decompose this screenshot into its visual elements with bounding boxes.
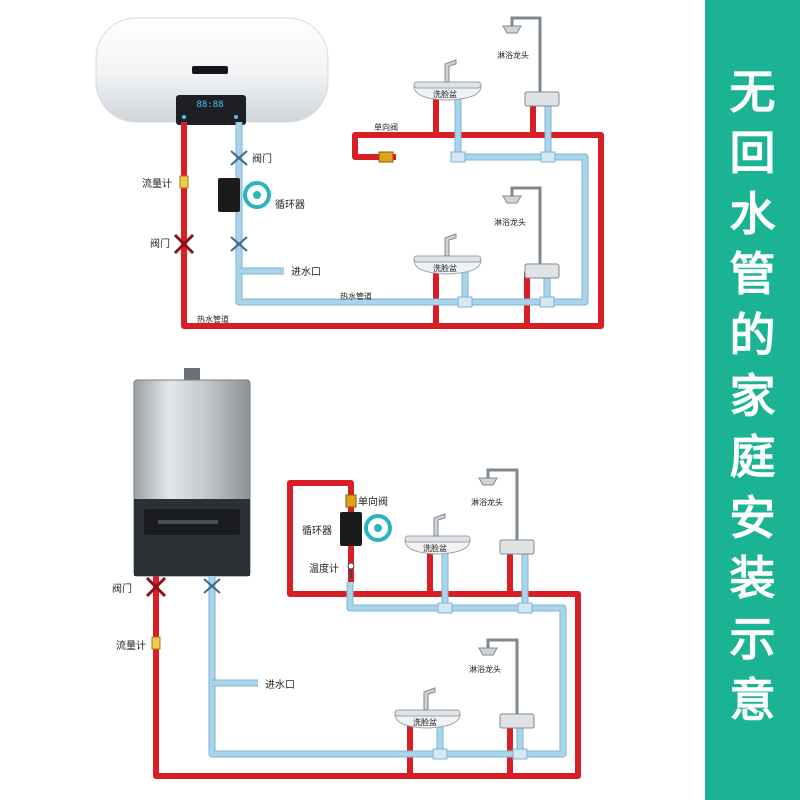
heater-display: 88:88 (196, 100, 223, 110)
side-title-char: 管 (729, 247, 776, 302)
bottom-label-shower-1: 淋浴龙头 (471, 497, 503, 507)
bottom-flow-meter (151, 636, 161, 650)
side-title-char: 回 (729, 125, 776, 180)
top-label-basin-2: 洗脸盆 (433, 263, 457, 273)
top-valve-1 (230, 150, 248, 166)
bottom-shower-2 (478, 638, 535, 729)
side-title-char: 的 (729, 308, 776, 363)
top-basin-1 (413, 59, 482, 101)
bottom-cold-pipe (208, 548, 567, 760)
bottom-label-flow-meter: 流量计 (116, 639, 146, 652)
side-title: 无 回 水 管 的 家 庭 安 装 示 意 (705, 62, 800, 731)
side-title-char: 无 (729, 65, 776, 119)
top-check-valve (378, 151, 394, 163)
bottom-label-thermometer: 温度计 (309, 562, 339, 575)
top-diagram: 88:88 (95, 16, 604, 329)
top-label-check-valve: 单向阀 (374, 122, 398, 132)
bottom-basin-1 (404, 513, 471, 555)
top-label-inlet: 进水口 (291, 266, 321, 278)
bottom-label-basin-1: 洗脸盆 (423, 543, 447, 553)
side-title-char: 示 (729, 612, 776, 667)
bottom-label-valve: 阀门 (112, 582, 132, 595)
bottom-basin-2 (394, 687, 461, 729)
top-label-shower-2: 淋浴龙头 (494, 217, 526, 227)
top-label-hot-pipe-1: 热水管道 (340, 291, 372, 301)
top-flow-meter (179, 175, 189, 189)
top-label-valve-1: 阀门 (252, 152, 272, 165)
bottom-hot-pipe (153, 480, 581, 779)
bottom-label-inlet: 进水口 (265, 679, 295, 691)
bottom-circulation-pump (340, 512, 392, 546)
side-title-char: 家 (729, 368, 776, 423)
side-title-char: 水 (729, 186, 776, 241)
bottom-valve-hot (145, 576, 167, 598)
top-shower-1 (502, 16, 560, 107)
bottom-thermometer (347, 562, 355, 578)
top-label-flow-meter: 流量计 (142, 177, 172, 190)
top-label-pump: 循环器 (275, 198, 305, 211)
side-title-char: 庭 (729, 429, 776, 484)
top-label-hot-pipe-2: 热水管道 (197, 314, 229, 324)
side-panel: 无 回 水 管 的 家 庭 安 装 示 意 (701, 0, 800, 800)
top-valve-hot (173, 233, 195, 255)
side-panel-background: 无 回 水 管 的 家 庭 安 装 示 意 (705, 0, 800, 800)
bottom-shower-1 (478, 468, 535, 555)
gas-water-heater (133, 368, 251, 577)
bottom-label-basin-2: 洗脸盆 (413, 717, 437, 727)
bottom-valve-cold (203, 578, 221, 594)
top-basin-2 (413, 233, 482, 275)
top-circulation-pump (218, 178, 271, 212)
side-title-char: 装 (729, 551, 776, 606)
electric-water-heater: 88:88 (95, 17, 329, 125)
top-shower-2 (502, 186, 560, 279)
bottom-label-check-valve: 单向阀 (358, 495, 388, 508)
top-cold-pipe (235, 96, 589, 308)
top-valve-3 (230, 236, 248, 252)
top-label-valve-2: 阀门 (150, 237, 170, 250)
bottom-label-pump: 循环器 (302, 524, 332, 537)
bottom-label-shower-2: 淋浴龙头 (469, 664, 501, 674)
side-title-char: 安 (729, 490, 776, 545)
bottom-diagram: 阀门 流量计 进水口 循环器 温度计 单向阀 洗脸盆 淋浴龙头 洗脸盆 淋浴龙头 (112, 368, 581, 779)
top-label-shower-1: 淋浴龙头 (497, 50, 529, 60)
bottom-check-valve (345, 494, 357, 508)
side-title-char: 意 (729, 672, 776, 727)
top-label-basin-1: 洗脸盆 (433, 89, 457, 99)
